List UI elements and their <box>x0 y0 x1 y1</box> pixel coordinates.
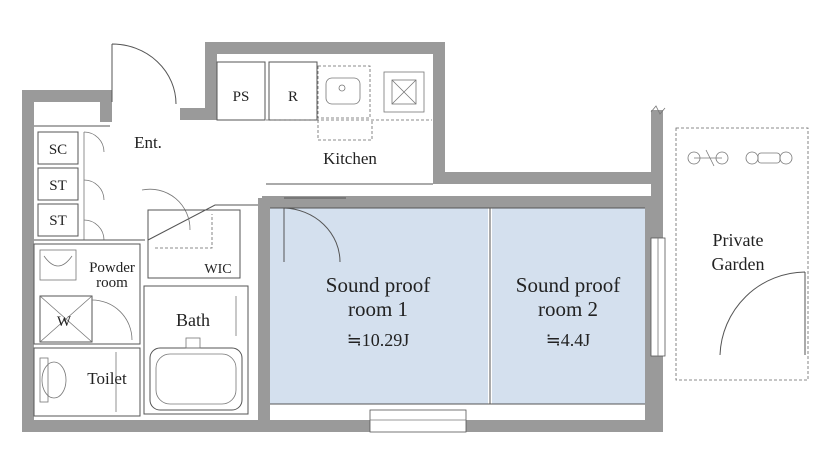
sound-proof-room-2-label-line1: Sound proof <box>516 273 620 297</box>
st-label-1: ST <box>49 178 67 194</box>
sound-proof-room-1-size: ≒10.29J <box>347 330 410 350</box>
powder-room-label-line2: room <box>96 275 128 291</box>
sound-proof-rooms <box>270 197 666 433</box>
sc-label: SC <box>49 142 67 158</box>
room-labels: PS R SC ST ST Ent. Kitchen WIC Powder ro… <box>49 89 765 388</box>
toilet-area <box>33 347 141 417</box>
ps-label: PS <box>233 89 250 105</box>
bicycle-icon <box>687 149 729 167</box>
st-label-2: ST <box>49 213 67 229</box>
entrance-area <box>34 43 258 241</box>
wic-area <box>147 209 241 279</box>
sound-proof-room-2-area <box>492 208 645 404</box>
motorcycle-icon <box>745 151 793 165</box>
entrance-label: Ent. <box>134 133 162 152</box>
kitchen-label: Kitchen <box>323 149 377 168</box>
private-garden-label-line2: Garden <box>712 254 765 274</box>
kitchen-fixtures <box>216 61 432 141</box>
sound-proof-room-1-label-line1: Sound proof <box>326 273 430 297</box>
bath-label: Bath <box>176 310 210 330</box>
powder-room-area <box>33 243 141 345</box>
toilet-label: Toilet <box>87 369 127 388</box>
private-garden <box>650 105 809 381</box>
wic-label: WIC <box>204 262 231 277</box>
private-garden-label-line1: Private <box>713 230 764 250</box>
powder-room-label-line1: Powder <box>89 260 135 276</box>
sound-proof-room-2-label-line2: room 2 <box>538 297 598 321</box>
sound-proof-room-1-area <box>270 208 488 404</box>
r-label: R <box>288 89 298 105</box>
sound-proof-room-1-label-line2: room 1 <box>348 297 408 321</box>
washer-label: W <box>57 314 72 330</box>
bath-area <box>143 285 249 415</box>
sound-proof-room-2-size: ≒4.4J <box>546 330 591 350</box>
